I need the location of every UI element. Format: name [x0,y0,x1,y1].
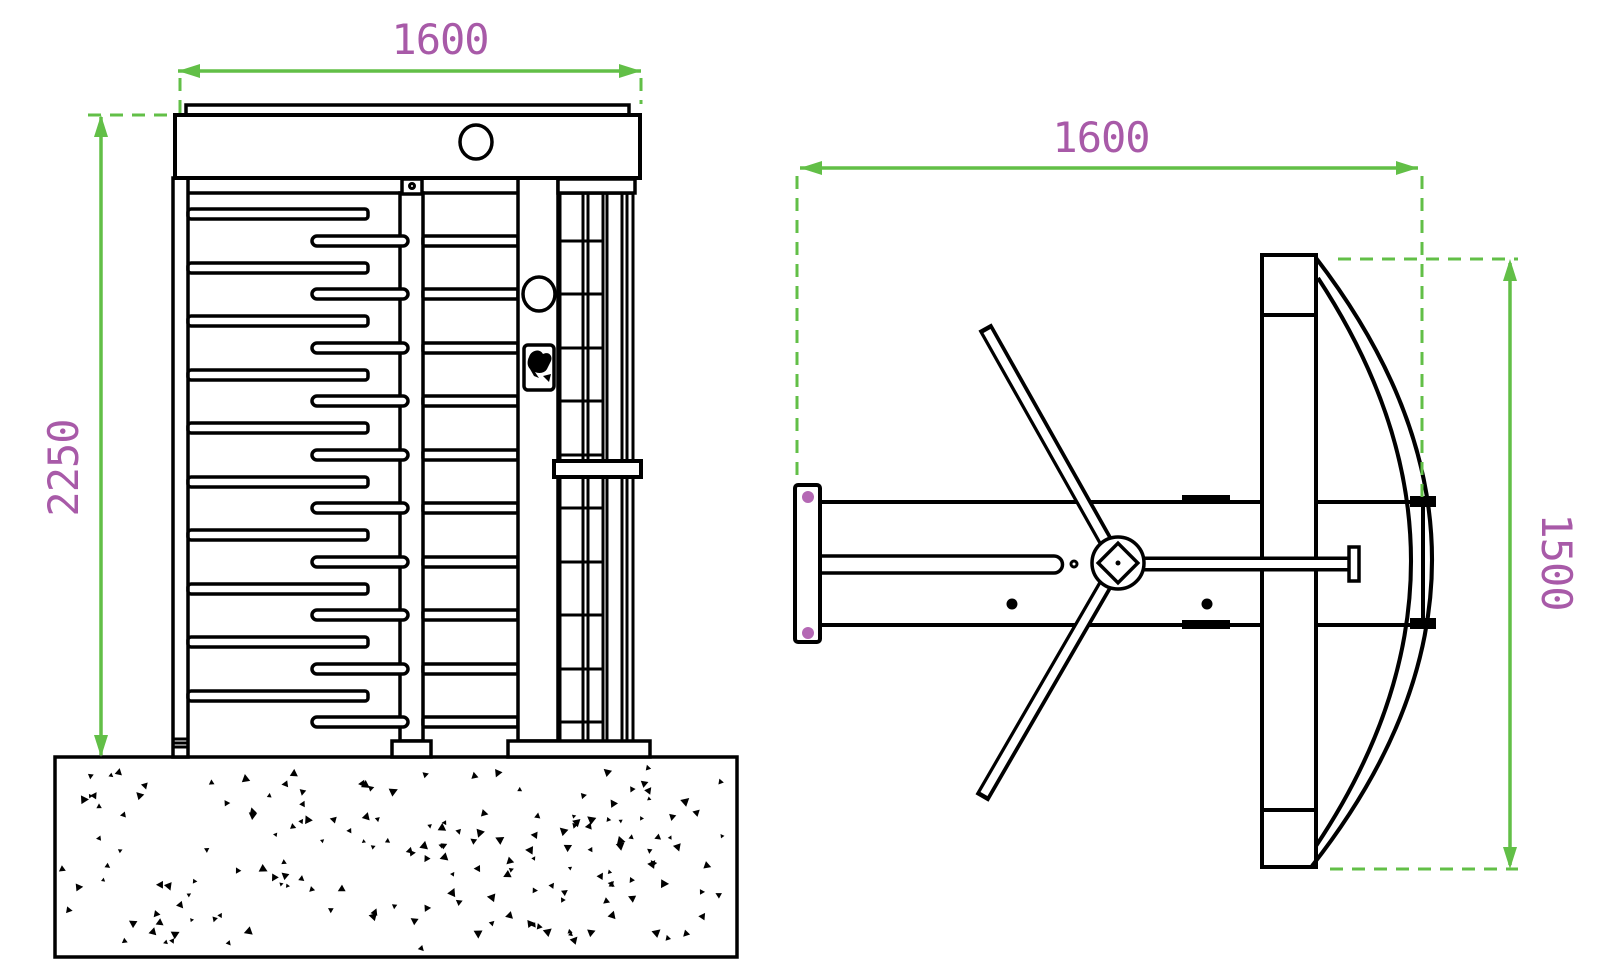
end-plate [793,483,822,644]
housing-tab-top [1182,495,1230,504]
drum-arc-inner [1314,276,1413,848]
left-post-foot-hatch [173,737,188,749]
grille-top-box [556,177,637,195]
rotor-arm-lower [975,559,1125,802]
concrete-stipple [58,764,725,952]
dimension-label-front-height: 2250 [39,419,88,516]
dimensions: 1600 2250 1600 1500 [39,15,1581,871]
rotor-hub [1090,535,1146,591]
header-box [173,113,642,180]
arc-housing-joint-bottom [1410,618,1436,629]
header-indicator-light-icon [458,123,494,161]
end-plate-anchor-top [802,491,814,503]
rotor-foot-pedestal [390,739,433,759]
dimension-front-width: 1600 [178,15,643,113]
bolt-right [1201,598,1213,610]
front-elevation-view [53,103,739,959]
bars-short [310,234,410,729]
rotor-arm-right [1118,545,1361,583]
rail-pin-hole [1069,559,1079,569]
dimension-plan-rotor: 1500 [1330,257,1581,871]
dimension-plan-width: 1600 [795,113,1424,500]
foundation-slab [53,755,739,959]
right-foot-plate [506,739,652,759]
bolt-left [1006,598,1018,610]
grille-crossbar [552,459,643,479]
rotor-top-pin [408,182,416,190]
plan-view [793,253,1436,869]
rotor-top-bracket [400,177,424,196]
dimension-label-plan-width: 1600 [1052,113,1149,162]
bars-long [186,207,370,703]
rotor-post [398,191,425,743]
card-reader-icon [522,343,556,392]
housing-tab-bottom [1182,620,1230,629]
drum-arc-outer [1310,256,1434,868]
rotor-arm-upper [978,323,1125,567]
grille-ticks [560,239,603,724]
dimension-label-front-width: 1600 [391,15,488,64]
post-indicator-light-icon [521,275,557,313]
end-plate-anchor-bottom [802,627,814,639]
guide-rail [818,554,1065,575]
bars-right [421,234,520,729]
dimension-label-plan-rotor: 1500 [1532,513,1581,610]
left-post [171,176,190,759]
dimension-front-height: 2250 [39,113,172,757]
arc-housing-joint-top [1410,496,1436,507]
